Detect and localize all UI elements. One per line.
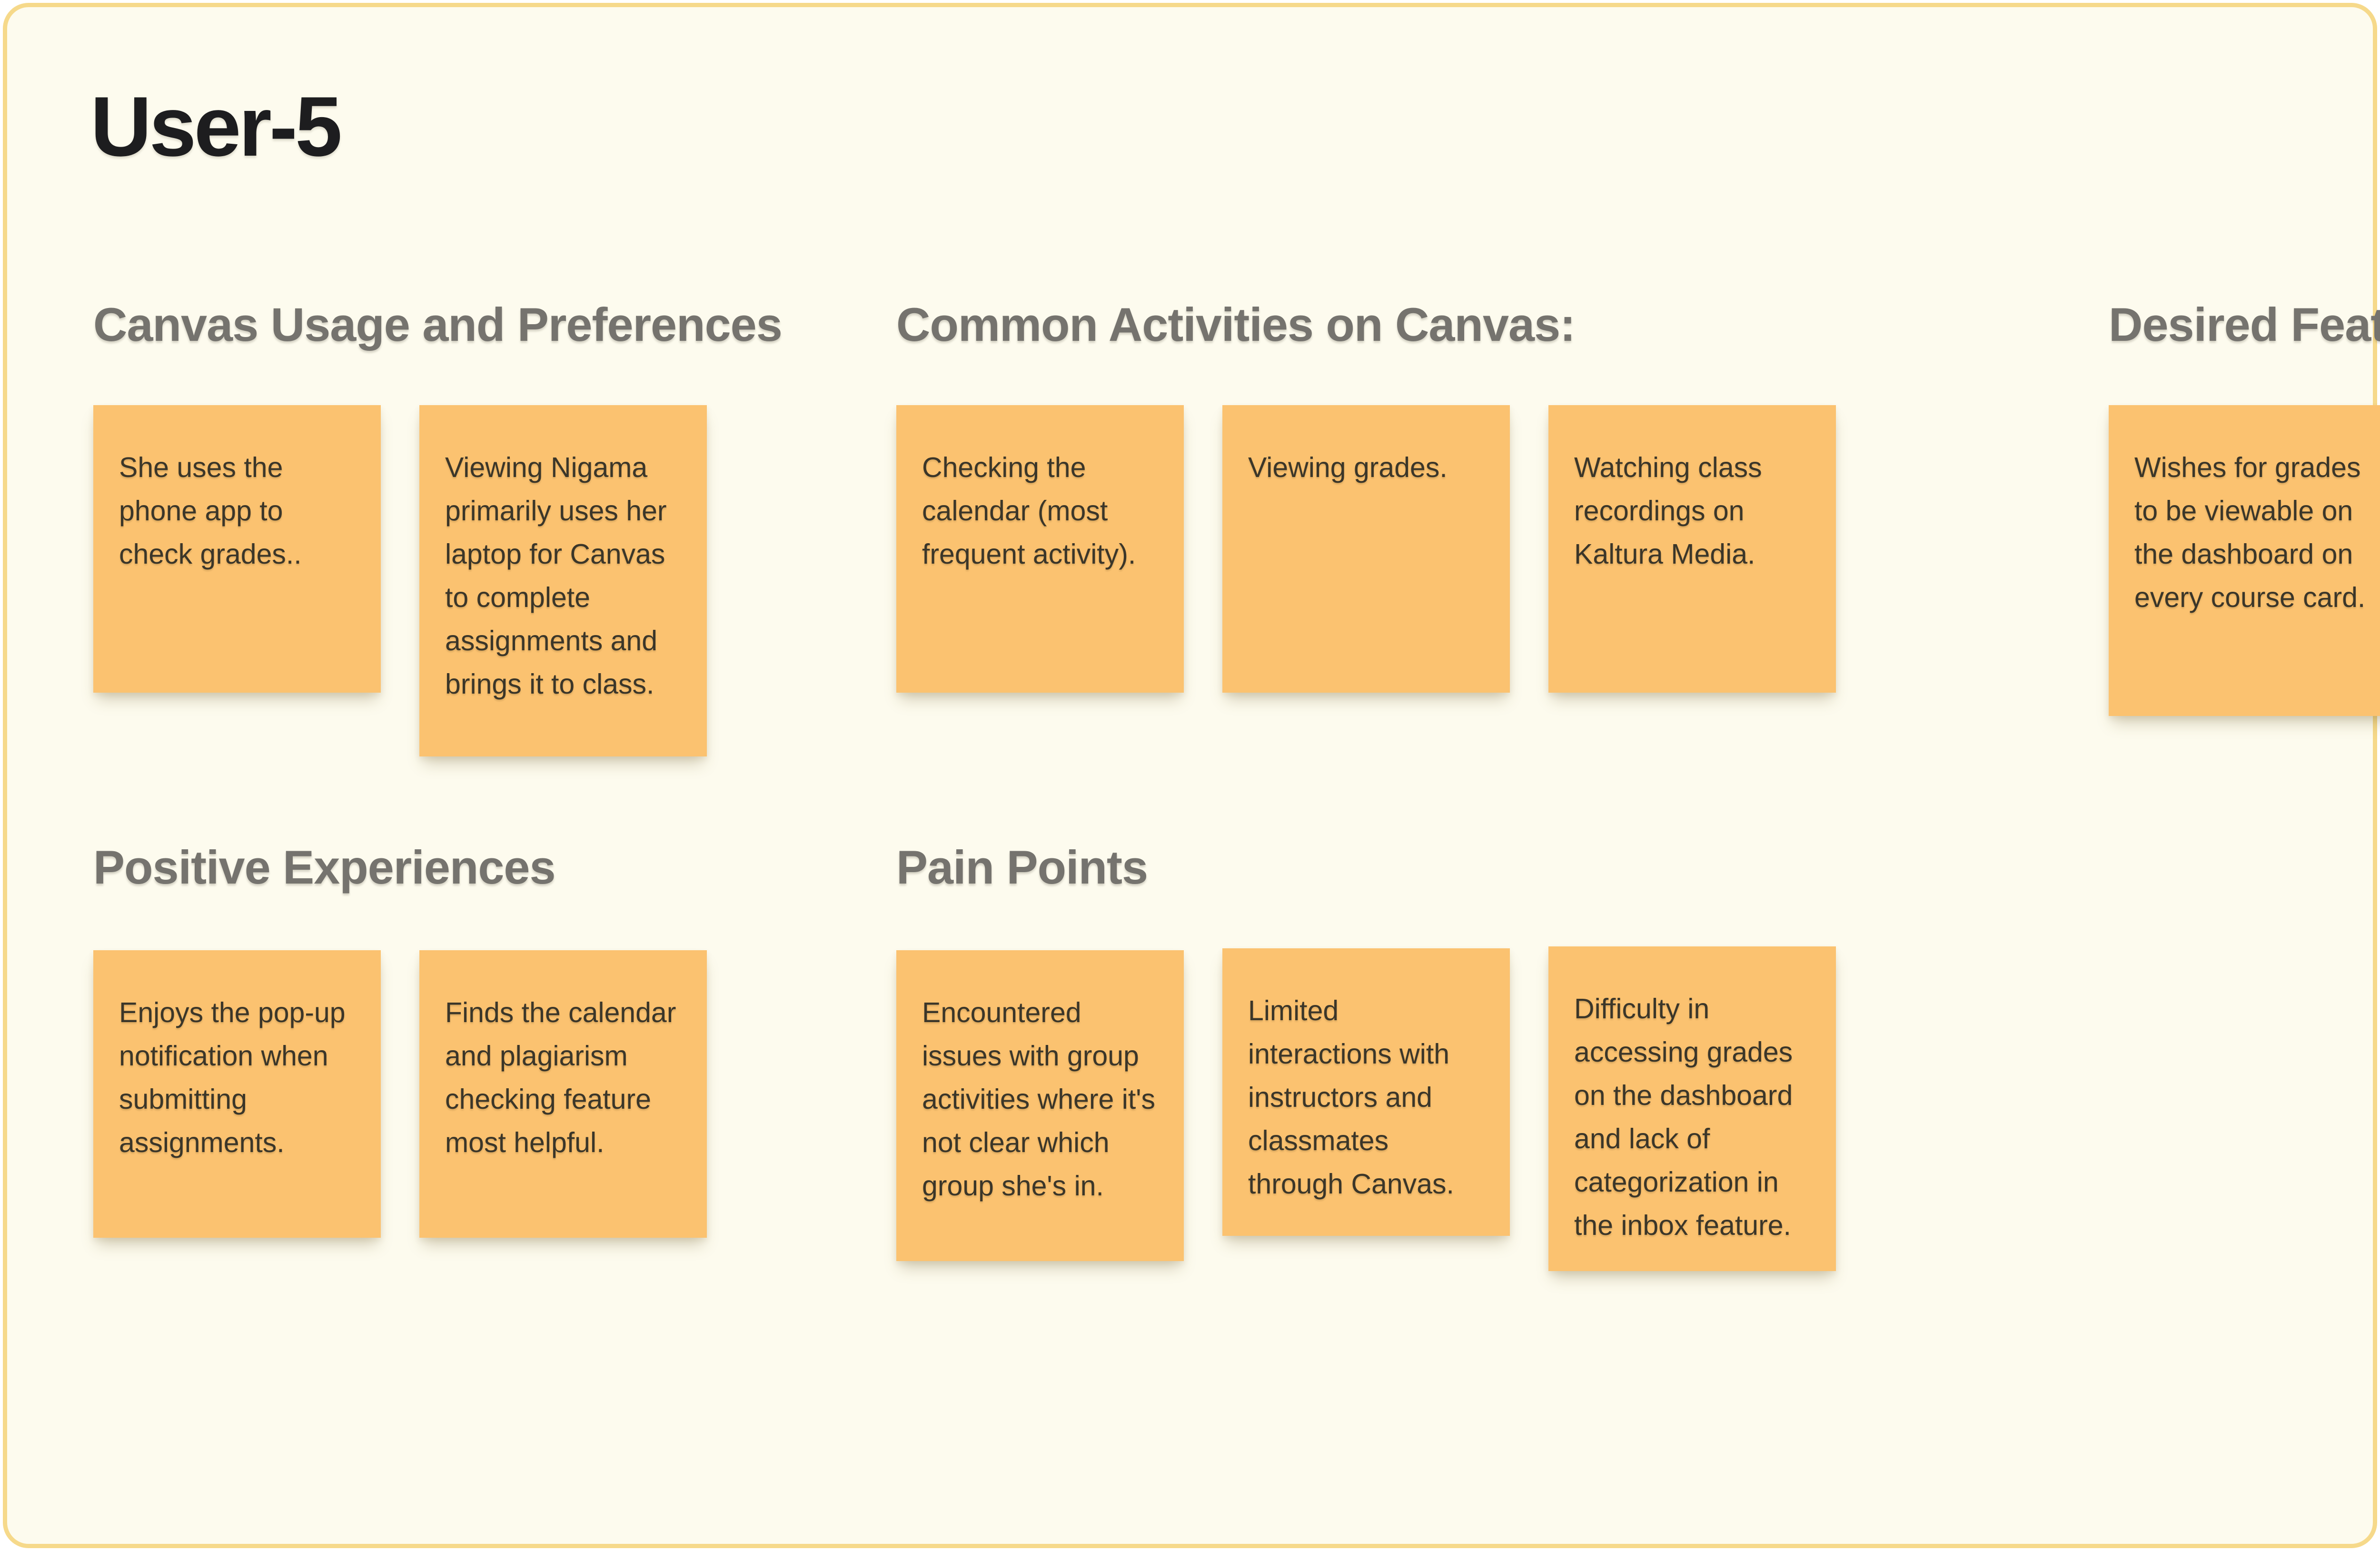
sticky-note[interactable]: Viewing grades. — [1222, 405, 1510, 693]
sticky-note[interactable]: Encountered issues with group activities… — [896, 950, 1184, 1261]
section-canvas-usage: Canvas Usage and Preferences She uses th… — [93, 298, 783, 756]
section-heading: Pain Points — [896, 841, 1148, 894]
sticky-note-text: Wishes for grades to be viewable on the … — [2134, 452, 2366, 613]
sticky-note-text: Viewing grades. — [1248, 452, 1448, 483]
sticky-note[interactable]: She uses the phone app to check grades.. — [93, 405, 381, 693]
sticky-note-text: Checking the calendar (most frequent act… — [922, 452, 1136, 570]
section-heading: Common Activities on Canvas: — [896, 298, 1576, 351]
sticky-note[interactable]: Difficulty in accessing grades on the da… — [1548, 946, 1836, 1271]
sticky-note-text: Finds the calendar and plagiarism checki… — [445, 997, 676, 1158]
sticky-note-text: She uses the phone app to check grades.. — [119, 452, 302, 570]
section-positive-experiences: Positive Experiences Enjoys the pop-up n… — [93, 841, 707, 1238]
section-pain-points: Pain Points Encountered issues with grou… — [896, 841, 1836, 1271]
sticky-note[interactable]: Enjoys the pop-up notification when subm… — [93, 950, 381, 1238]
notes-row: She uses the phone app to check grades..… — [93, 405, 707, 756]
sticky-note[interactable]: Viewing Nigama primarily uses her laptop… — [419, 405, 707, 756]
notes-row: Checking the calendar (most frequent act… — [896, 405, 1836, 693]
sticky-note-text: Watching class recordings on Kaltura Med… — [1574, 452, 1762, 570]
page-title: User-5 — [90, 79, 342, 174]
sticky-note-text: Encountered issues with group activities… — [922, 997, 1155, 1202]
section-heading: Positive Experiences — [93, 841, 556, 894]
sticky-note-text: Enjoys the pop-up notification when subm… — [119, 997, 346, 1158]
notes-row: Encountered issues with group activities… — [896, 946, 1836, 1271]
sticky-note[interactable]: Watching class recordings on Kaltura Med… — [1548, 405, 1836, 693]
sticky-note-text: Viewing Nigama primarily uses her laptop… — [445, 452, 667, 700]
sticky-note[interactable]: Checking the calendar (most frequent act… — [896, 405, 1184, 693]
section-desired-features: Desired Features Wishes for grades to be… — [2109, 298, 2380, 716]
section-common-activities: Common Activities on Canvas: Checking th… — [896, 298, 1836, 693]
sticky-note[interactable]: Limited interactions with instructors an… — [1222, 948, 1510, 1236]
sticky-note[interactable]: Wishes for grades to be viewable on the … — [2109, 405, 2380, 716]
section-heading: Canvas Usage and Preferences — [93, 298, 783, 351]
sticky-note[interactable]: Finds the calendar and plagiarism checki… — [419, 950, 707, 1238]
notes-row: Wishes for grades to be viewable on the … — [2109, 405, 2380, 716]
section-heading: Desired Features — [2109, 298, 2380, 351]
sticky-note-text: Difficulty in accessing grades on the da… — [1574, 993, 1793, 1241]
whiteboard-canvas: User-5 Canvas Usage and Preferences She … — [3, 3, 2380, 1548]
notes-row: Enjoys the pop-up notification when subm… — [93, 950, 707, 1238]
sticky-note-text: Limited interactions with instructors an… — [1248, 995, 1454, 1200]
